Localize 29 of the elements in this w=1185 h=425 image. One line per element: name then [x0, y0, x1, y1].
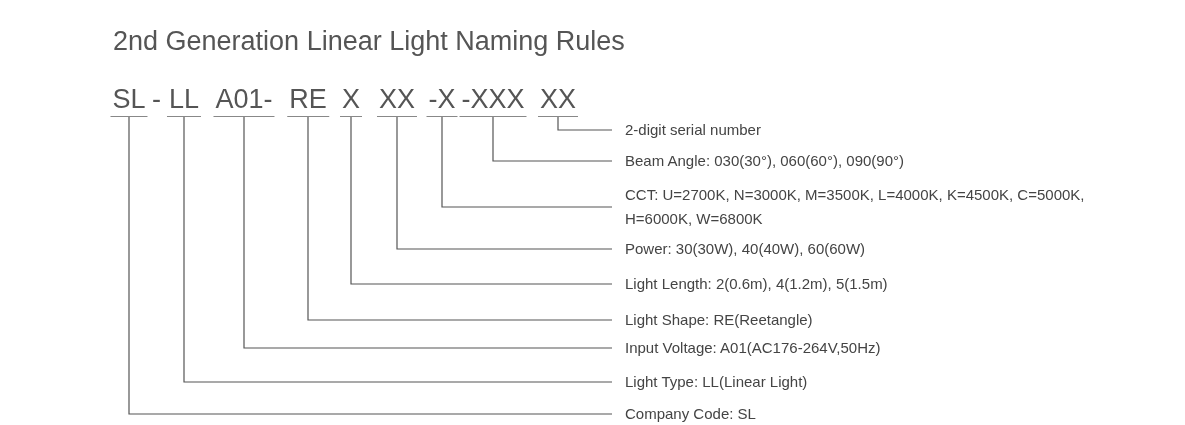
field-description: 2-digit serial number	[612, 118, 1105, 142]
code-segment: -X	[426, 84, 458, 117]
code-segment: SL	[110, 84, 148, 117]
leader-line	[307, 116, 613, 321]
leader-line	[396, 116, 613, 250]
code-segment: XX	[377, 84, 417, 117]
field-description: Power: 30(30W), 40(40W), 60(60W)	[612, 237, 1105, 261]
field-description: Light Length: 2(0.6m), 4(1.2m), 5(1.5m)	[612, 272, 1105, 296]
field-description: CCT: U=2700K, N=3000K, M=3500K, L=4000K, K=4500K, C=5000K, H=6000K, W=6800K	[612, 183, 1105, 231]
code-segment: LL	[167, 84, 201, 117]
field-description: Beam Angle: 030(30°), 060(60°), 090(90°)	[612, 149, 1105, 173]
code-segment: A01-	[213, 84, 275, 117]
code-segment: -XXX	[459, 84, 527, 117]
leader-line	[492, 116, 613, 162]
leader-line	[183, 116, 613, 383]
field-description: Input Voltage: A01(AC176-264V,50Hz)	[612, 336, 1105, 360]
code-segment: RE	[287, 84, 329, 117]
field-description: Light Type: LL(Linear Light)	[612, 370, 1105, 394]
code-segment: XX	[538, 84, 578, 117]
diagram-title: 2nd Generation Linear Light Naming Rules	[113, 26, 625, 57]
field-description: Company Code: SL	[612, 402, 1105, 425]
leader-line	[350, 116, 613, 285]
leader-line	[128, 116, 613, 415]
field-description: Light Shape: RE(Reetangle)	[612, 308, 1105, 332]
leader-line	[557, 116, 613, 131]
code-segment: X	[340, 84, 362, 117]
leader-line	[243, 116, 613, 349]
leader-line	[441, 116, 613, 208]
separator-dash: -	[152, 84, 161, 114]
